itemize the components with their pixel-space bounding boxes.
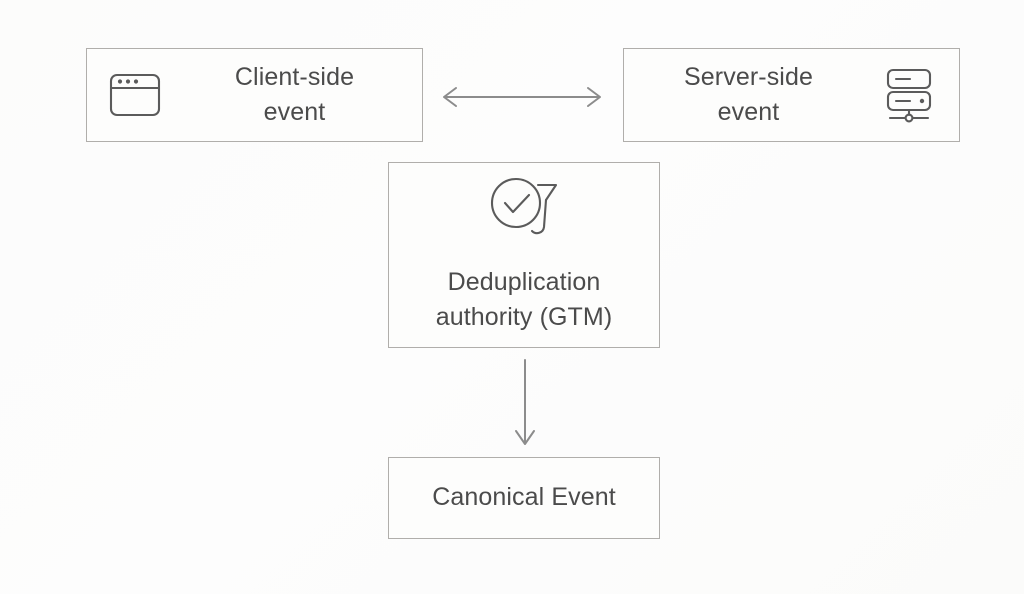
node-label-server-side-event: Server-side event (684, 62, 813, 127)
server-rack-icon (859, 66, 959, 124)
node-server-side-event[interactable]: Server-side event (623, 48, 960, 142)
node-label-client-side-event: Client-side event (234, 62, 355, 127)
node-label-canonical-event: Canonical Event (432, 483, 616, 512)
browser-window-icon (87, 69, 183, 121)
check-circle-tag-icon (486, 175, 562, 243)
node-canonical-event[interactable]: Canonical Event (388, 457, 660, 539)
connector-client-server-bidirectional-arrow (443, 87, 601, 107)
connector-dedup-canonical-down-arrow (515, 359, 535, 445)
node-client-side-event[interactable]: Client-side event (86, 48, 423, 142)
node-label-deduplication-authority: Deduplication authority (GTM) (435, 267, 613, 332)
node-deduplication-authority[interactable]: Deduplication authority (GTM) (388, 162, 660, 348)
